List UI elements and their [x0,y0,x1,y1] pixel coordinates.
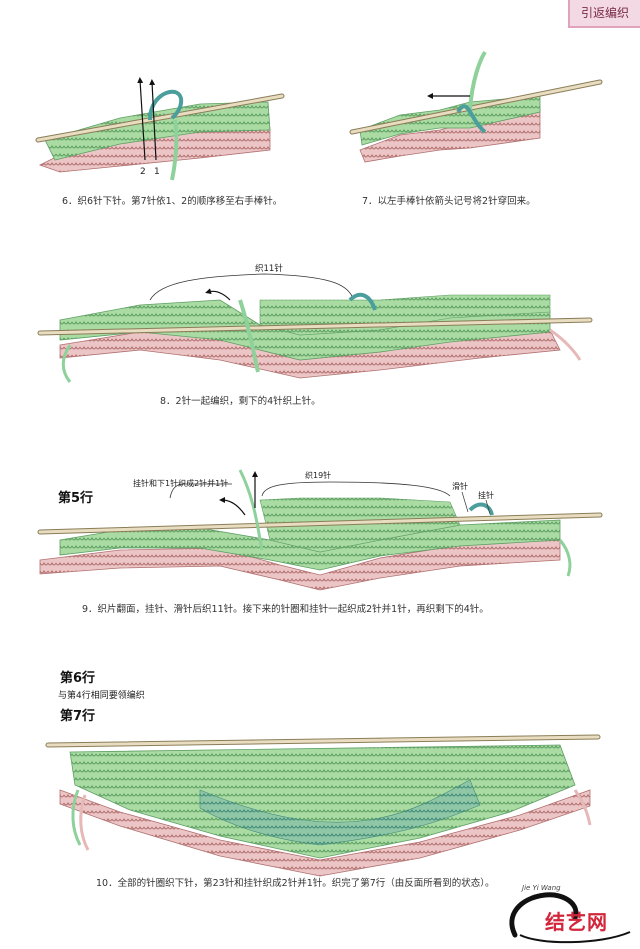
step10-caption: 10．全部的针圈织下针，第23针和挂针织成2针并1针。织完了第7行（由反面所看到… [96,875,495,889]
step7-illustration [352,52,600,162]
step9-caption: 9．织片翻面，挂针、滑针后织11针。接下来的针圈和挂针一起织成2针并1针，再织剩… [82,601,489,615]
step6-illustration: 2 1 [38,80,282,180]
step9-illustration [40,470,600,590]
step6-caption: 6．织6针下针。第7针依1、2的顺序移至右手棒针。 [62,193,282,207]
step6-marker-2: 2 [140,167,146,177]
step8-illustration: 织11针 [40,263,590,382]
step9-note-bracket: 织19针 [305,470,331,481]
step8-caption: 8．2针一起编织，剩下的4针织上针。 [160,393,321,407]
step9-note-left: 挂针和下1针织成2针并1针 [133,478,228,489]
row6-note: 与第4行相同要领编织 [58,688,145,701]
logo-text: 结艺网 [545,906,608,935]
row7-heading: 第7行 [60,705,95,724]
step7-caption: 7．以左手棒针依箭头记号将2针穿回来。 [362,193,536,207]
logo-pinyin: Jie Yi Wang [522,884,561,892]
step10-illustration [48,737,598,876]
step9-note-slip: 滑针 [452,481,468,492]
step6-marker-1: 1 [154,167,160,177]
row5-heading: 第5行 [58,487,93,506]
step8-bracket-label: 织11针 [255,263,283,274]
row6-heading: 第6行 [60,667,95,686]
step9-note-yarnover: 挂针 [478,490,494,501]
